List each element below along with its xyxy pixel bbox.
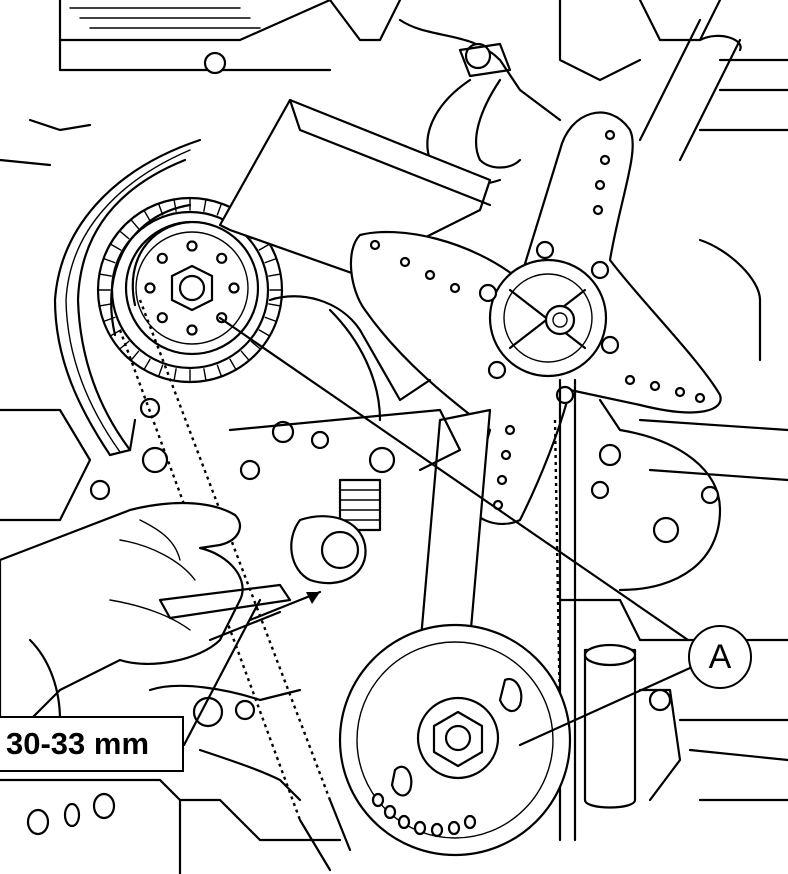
pulley-hole bbox=[186, 240, 198, 252]
fan-bolt bbox=[600, 335, 620, 355]
pulley-hole bbox=[156, 252, 168, 264]
engine-block-right bbox=[590, 238, 788, 592]
fan-bolt bbox=[478, 283, 498, 303]
measurement-label-box: 30-33 mm bbox=[0, 716, 184, 772]
pulley-tooth bbox=[229, 358, 237, 370]
pulley-tooth bbox=[143, 210, 151, 222]
fan-bolt bbox=[487, 360, 507, 380]
camshaft-pulley bbox=[96, 196, 284, 384]
belt-deflection-measurement: 30-33 mm bbox=[6, 726, 150, 761]
pulley-tooth bbox=[258, 329, 270, 337]
pulley-tooth bbox=[103, 316, 116, 322]
fan-hole bbox=[694, 392, 706, 404]
pulley-tooth bbox=[264, 316, 277, 322]
pulley-tooth bbox=[203, 368, 207, 381]
fan-hole bbox=[500, 449, 512, 461]
pulley-timing-hole bbox=[397, 814, 411, 830]
fan-hole bbox=[449, 282, 461, 294]
pulley-tooth bbox=[203, 199, 207, 212]
pulley-tooth bbox=[173, 368, 177, 381]
pulley-tooth bbox=[130, 350, 140, 361]
measurement-leader bbox=[182, 598, 262, 747]
pulley-tooth bbox=[268, 303, 281, 307]
engine-top-cover bbox=[58, 0, 788, 132]
pulley-tooth bbox=[268, 273, 281, 277]
fan-hole bbox=[592, 204, 604, 216]
pulley-tooth bbox=[264, 258, 277, 264]
pulley-hole bbox=[156, 312, 168, 324]
deflection-arrows bbox=[208, 590, 322, 642]
fan-hole bbox=[674, 386, 686, 398]
pulley-tooth bbox=[130, 219, 140, 230]
pulley-timing-hole bbox=[371, 792, 385, 808]
fan-hole bbox=[369, 239, 381, 251]
pulley-tooth bbox=[143, 358, 151, 370]
fan-hole bbox=[399, 256, 411, 268]
pulley-timing-hole bbox=[413, 820, 427, 836]
fan-hole bbox=[504, 424, 516, 436]
pulley-tooth bbox=[158, 364, 164, 377]
pulley-timing-hole bbox=[447, 820, 461, 836]
pulley-timing-hole bbox=[430, 822, 444, 838]
pulley-hole bbox=[216, 252, 228, 264]
pulley-hole bbox=[186, 324, 198, 336]
pulley-tooth bbox=[250, 340, 261, 350]
pulley-timing-hole bbox=[463, 814, 477, 830]
pulley-tooth bbox=[216, 203, 222, 216]
pulley-hole bbox=[144, 282, 156, 294]
fan-hole bbox=[496, 474, 508, 486]
pulley-tooth bbox=[258, 243, 270, 251]
pulley-tooth bbox=[119, 230, 130, 240]
timing-belt-guard bbox=[53, 138, 202, 457]
callout-leaders bbox=[218, 316, 692, 747]
fan-hole bbox=[599, 154, 611, 166]
fan-bracket bbox=[218, 98, 492, 292]
pulley-tooth bbox=[99, 303, 112, 307]
technician-hand bbox=[0, 501, 292, 732]
fan-bolt bbox=[535, 240, 555, 260]
pulley-tooth bbox=[216, 364, 222, 377]
lower-right-components bbox=[558, 598, 788, 809]
fan-bolt bbox=[590, 260, 610, 280]
callout-letter: A bbox=[708, 637, 732, 676]
pulley-timing-hole bbox=[383, 804, 397, 820]
pulley-tooth bbox=[103, 258, 116, 264]
fan-hole bbox=[594, 179, 606, 191]
lower-left-components bbox=[0, 684, 342, 874]
pulley-hole bbox=[228, 282, 240, 294]
fan-hole bbox=[624, 374, 636, 386]
callout-circle-a: A bbox=[688, 625, 752, 689]
cooling-fan bbox=[349, 111, 722, 525]
pulley-tooth bbox=[240, 350, 250, 361]
middle-components bbox=[228, 295, 462, 585]
pulley-tooth bbox=[99, 273, 112, 277]
pulley-tooth bbox=[110, 243, 122, 251]
fan-hole bbox=[424, 269, 436, 281]
crankshaft-pulley bbox=[338, 623, 572, 857]
fan-hole bbox=[649, 380, 661, 392]
fan-hole bbox=[604, 129, 616, 141]
